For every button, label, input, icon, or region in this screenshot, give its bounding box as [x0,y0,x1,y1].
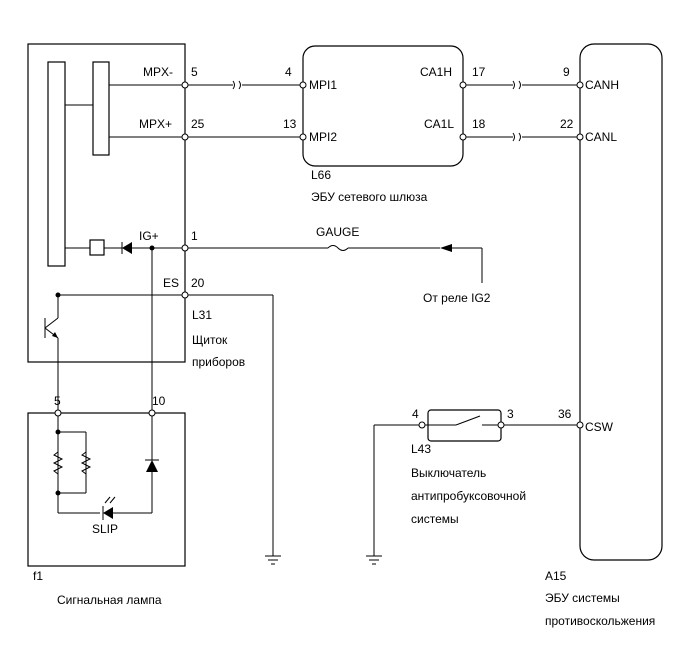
wire-mpx-minus [109,80,303,90]
pin-label-mpi2: MPI2 [309,130,337,144]
warning-lamp-f1 [27,412,186,567]
skid-ecu-box [579,43,663,561]
pin-num-l66-4: 4 [285,65,292,79]
unit-name-l31-line1: Щиток [192,333,228,347]
unit-id-a15: A15 [545,569,567,583]
unit-id-l31: L31 [192,308,212,322]
unit-name-a15-line2: противоскольжения [545,614,655,628]
led-icon [102,496,116,520]
combination-meter-L31 [27,43,186,363]
pin-num-f1-5: 5 [54,394,61,408]
arrow-icon [440,244,452,252]
pin-num-l43-3: 3 [507,407,514,421]
pin-num-a15-22: 22 [560,117,574,131]
meter-box [27,43,186,363]
pin-num-l66-18: 18 [472,117,486,131]
gateway-box [302,45,464,167]
pin-num-l43-4: 4 [412,407,419,421]
meter-ig-block [89,239,105,256]
unit-name-l66: ЭБУ сетевого шлюза [311,190,428,204]
pin-label-es: ES [163,276,179,290]
pin-label-mpx-minus: MPX- [143,65,173,79]
pin-label-mpi1: MPI1 [309,78,337,92]
gateway-ecu-L66 [302,45,464,167]
unit-name-l43-line3: системы [411,512,459,526]
unit-name-l43-line1: Выключатель [411,466,486,480]
transistor-icon [44,295,59,362]
unit-name-l43-line2: антипробуксовочной [411,489,526,503]
pin-label-ca1l: CA1L [424,117,454,131]
wire-ig-gauge [185,244,483,283]
pin-label-mpx-plus: MPX+ [139,117,172,131]
connection-nodes [54,81,584,496]
pin-label-ig-plus: IG+ [139,229,159,243]
meter-internal-block [92,61,110,156]
diode-icon [145,459,159,472]
unit-id-l43: L43 [411,442,431,456]
pin-num-l31-5: 5 [191,65,198,79]
ground-icon [366,555,382,565]
pin-num-a15-9: 9 [563,65,570,79]
resistor-icon [52,451,92,475]
switch-contact-icon [455,415,481,426]
unit-name-l31-line2: приборов [192,355,245,369]
pin-num-a15-36: 36 [558,407,572,421]
trc-switch-L43 [366,409,580,565]
led-label-slip: SLIP [92,522,118,536]
wire-canl [463,132,580,142]
pin-label-ca1h: CA1H [420,65,452,79]
unit-id-l66: L66 [311,168,331,182]
relay-source-label: От реле IG2 [423,291,491,305]
diode-icon [121,242,132,254]
pin-num-f1-10: 10 [152,394,166,408]
pin-label-csw: CSW [585,420,614,434]
pin-label-canl: CANL [585,130,617,144]
fuse-label: GAUGE [316,225,359,239]
ground-icon [265,555,281,565]
pin-num-l31-25: 25 [191,117,205,131]
pin-label-canh: CANH [585,78,619,92]
wire-canh [463,80,580,90]
wire-es-ground [185,294,281,565]
pin-num-l66-17: 17 [472,65,486,79]
lamp-box [27,412,186,567]
pin-num-l66-13: 13 [283,117,297,131]
pin-num-l31-20: 20 [191,276,205,290]
unit-name-a15-line1: ЭБУ системы [545,591,620,605]
unit-name-f1: Сигнальная лампа [57,593,162,607]
unit-id-f1: f1 [33,569,43,583]
skid-control-ecu-A15 [579,43,663,561]
pin-num-l31-1: 1 [191,229,198,243]
meter-internal-bar [47,61,66,267]
